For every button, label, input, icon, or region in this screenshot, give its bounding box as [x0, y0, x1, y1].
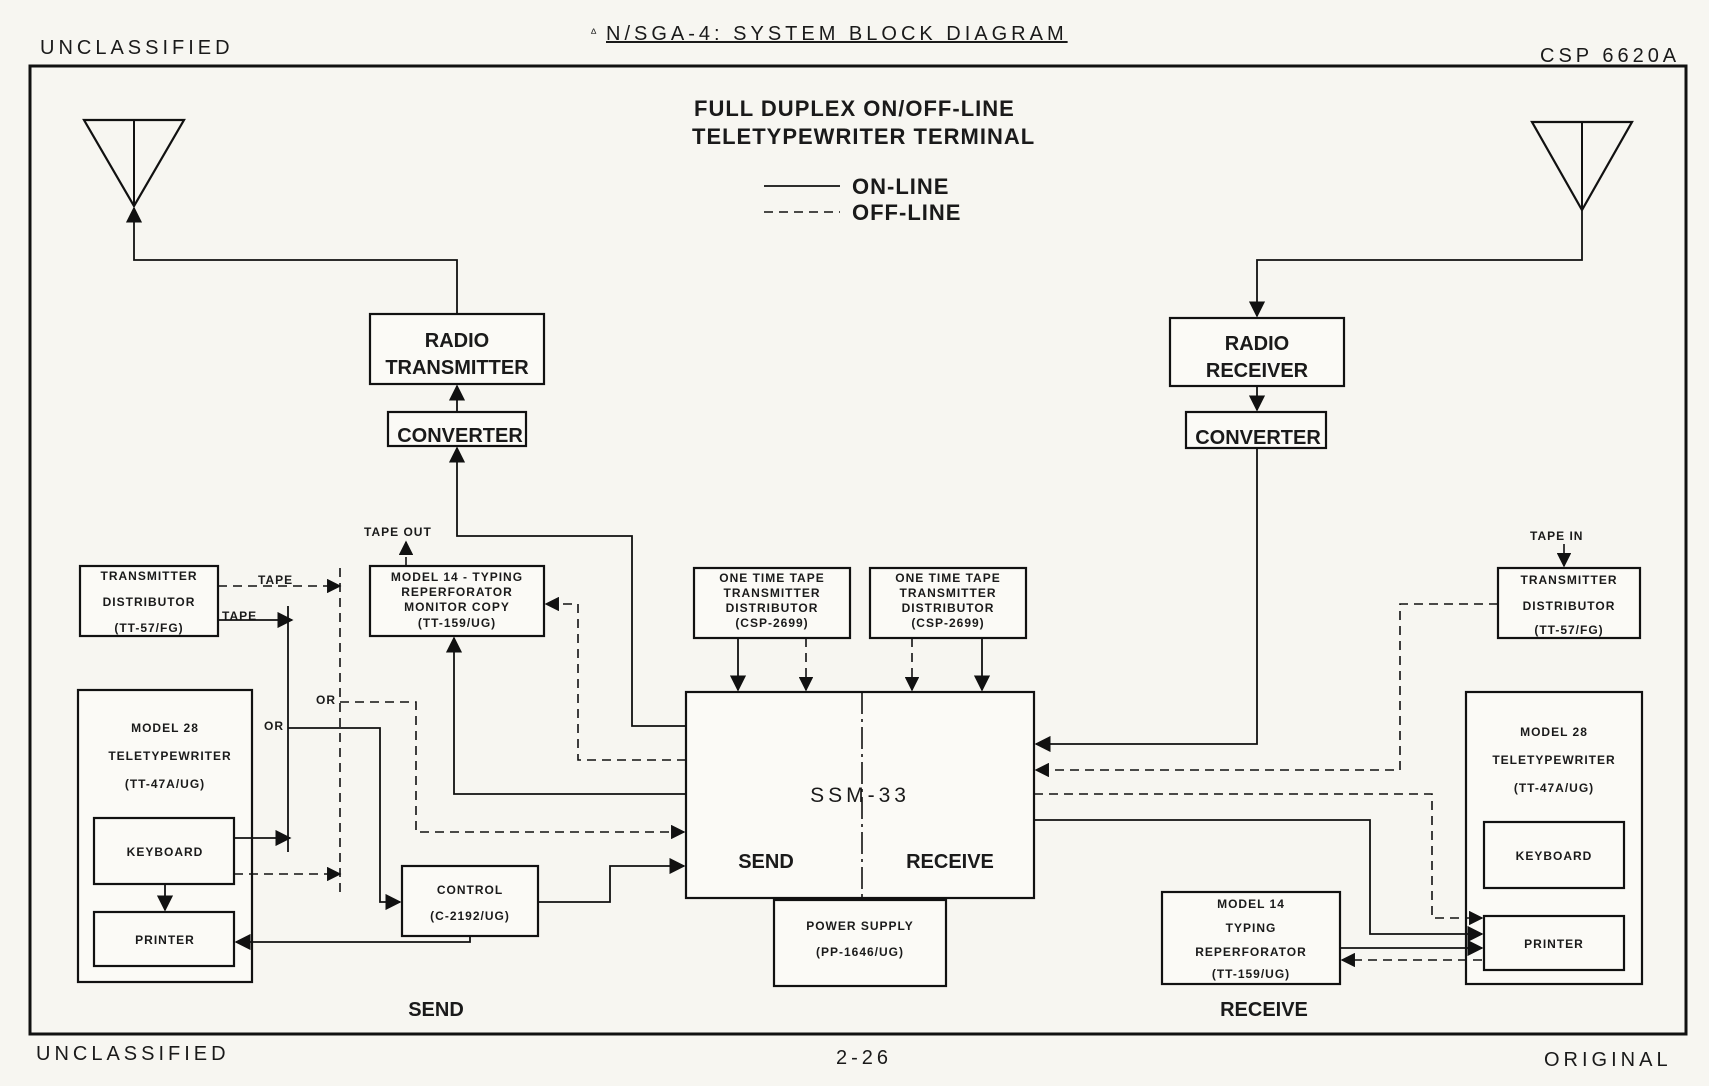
tape-out-label: TAPE OUT — [364, 525, 432, 539]
ott-right-box — [868, 566, 1028, 640]
receive-printer-label: PRINTER — [1524, 937, 1584, 951]
model14-monitor-label-2: REPERFORATOR — [401, 585, 513, 599]
page-number: 2-26 — [836, 1047, 892, 1069]
model14-monitor-label-3: MONITOR COPY — [404, 600, 510, 614]
document-title: N/SGA-4: SYSTEM BLOCK DIAGRAM — [606, 23, 1068, 45]
send-teletypewriter-label-1: MODEL 28 — [131, 721, 199, 735]
send-printer-label: PRINTER — [135, 933, 195, 947]
ott-left-label-4: (CSP-2699) — [735, 616, 808, 630]
send-tx-distributor-label-2: DISTRIBUTOR — [103, 595, 196, 609]
send-keyboard-label: KEYBOARD — [127, 845, 204, 859]
receive-teletypewriter-label-2: TELETYPEWRITER — [1492, 753, 1615, 767]
control-label-1: CONTROL — [437, 883, 503, 897]
receive-tx-distributor-label-1: TRANSMITTER — [1521, 573, 1618, 587]
power-supply-label-2: (PP-1646/UG) — [816, 945, 904, 959]
ott-right-label-4: (CSP-2699) — [911, 616, 984, 630]
receive-teletypewriter-label-3: (TT-47A/UG) — [1514, 781, 1594, 795]
radio-receiver-box — [1168, 316, 1346, 388]
tape-in-label: TAPE IN — [1530, 529, 1583, 543]
radio-receiver-label-2: RECEIVER — [1206, 360, 1309, 382]
ott-left-box — [692, 566, 852, 640]
ott-left-label-2: TRANSMITTER — [724, 586, 821, 600]
receive-reperforator-label-2: TYPING — [1226, 921, 1277, 935]
model14-monitor-label-4: (TT-159/UG) — [418, 616, 496, 630]
radio-receiver-label-1: RADIO — [1225, 333, 1289, 355]
classification-top: UNCLASSIFIED — [40, 37, 234, 59]
power-supply-label-1: POWER SUPPLY — [806, 919, 914, 933]
receive-reperforator-box — [1160, 890, 1342, 986]
document-id: CSP 6620A — [1540, 45, 1680, 67]
receive-tx-distributor-box — [1496, 566, 1642, 640]
ssm33-box — [684, 690, 1036, 900]
title-prefix-mark: ᐞ — [590, 26, 597, 41]
ott-right-label-2: TRANSMITTER — [900, 586, 997, 600]
legend-on-line-label: ON-LINE — [852, 174, 949, 199]
receive-converter-label: CONVERTER — [1195, 427, 1321, 449]
ott-left-label-1: ONE TIME TAPE — [719, 571, 824, 585]
send-keyboard-box — [92, 816, 236, 886]
legend-off-line-label: OFF-LINE — [852, 200, 961, 225]
send-printer-box — [92, 910, 236, 968]
receive-reperforator-label-4: (TT-159/UG) — [1212, 967, 1290, 981]
ssm33-label: SSM-33 — [810, 784, 910, 807]
radio-transmitter-box — [368, 312, 546, 386]
send-tx-distributor-label-3: (TT-57/FG) — [114, 621, 183, 635]
ssm33-send-label: SEND — [738, 851, 794, 873]
send-tx-distributor-box — [78, 564, 220, 638]
ssm33-receive-label: RECEIVE — [906, 851, 994, 873]
or-label-2: OR — [264, 719, 284, 733]
diagram-frame — [28, 64, 1688, 1036]
send-teletypewriter-label-3: (TT-47A/UG) — [125, 777, 205, 791]
radio-transmitter-label-1: RADIO — [425, 330, 489, 352]
receive-section-label: RECEIVE — [1220, 999, 1308, 1021]
ott-right-label-3: DISTRIBUTOR — [902, 601, 995, 615]
document-status: ORIGINAL — [1544, 1049, 1672, 1071]
classification-bottom: UNCLASSIFIED — [36, 1043, 230, 1065]
send-converter-label: CONVERTER — [397, 425, 523, 447]
receive-reperforator-label-3: REPERFORATOR — [1195, 945, 1307, 959]
send-converter-box — [386, 410, 528, 448]
connector-lines — [125, 206, 1583, 968]
power-supply-box — [772, 898, 948, 988]
control-box — [400, 864, 540, 938]
radio-transmitter-label-2: TRANSMITTER — [385, 357, 529, 379]
send-tx-distributor-label-1: TRANSMITTER — [101, 569, 198, 583]
or-label-1: OR — [316, 693, 336, 707]
receive-keyboard-label: KEYBOARD — [1516, 849, 1593, 863]
receive-tx-distributor-label-2: DISTRIBUTOR — [1523, 599, 1616, 613]
receive-keyboard-box — [1482, 820, 1626, 890]
diagram-heading-line2: TELETYPEWRITER TERMINAL — [692, 124, 1035, 149]
tape-label-1: TAPE — [258, 573, 293, 587]
model14-monitor-box — [368, 564, 546, 638]
send-section-label: SEND — [408, 999, 464, 1021]
receive-antenna-icon — [1530, 120, 1634, 213]
receive-printer-box — [1482, 914, 1626, 972]
receive-converter-box — [1184, 410, 1328, 450]
transmit-antenna-icon — [82, 118, 186, 209]
send-teletypewriter-label-2: TELETYPEWRITER — [108, 749, 231, 763]
receive-reperforator-label-1: MODEL 14 — [1217, 897, 1285, 911]
ott-right-label-1: ONE TIME TAPE — [895, 571, 1000, 585]
diagram-heading-line1: FULL DUPLEX ON/OFF-LINE — [694, 96, 1015, 121]
receive-teletypewriter-label-1: MODEL 28 — [1520, 725, 1588, 739]
model14-monitor-label-1: MODEL 14 - TYPING — [391, 570, 523, 584]
ott-left-label-3: DISTRIBUTOR — [726, 601, 819, 615]
control-label-2: (C-2192/UG) — [430, 909, 510, 923]
receive-tx-distributor-label-3: (TT-57/FG) — [1534, 623, 1603, 637]
